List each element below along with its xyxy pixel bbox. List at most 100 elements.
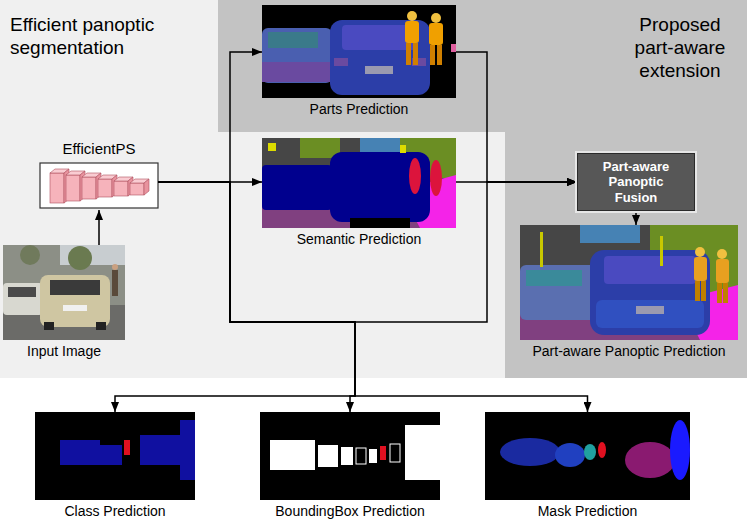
parts-image-shape xyxy=(262,5,456,98)
image-space xyxy=(260,412,440,503)
mask-image-shape xyxy=(555,443,585,467)
flow-arrow xyxy=(158,52,262,182)
parts-image-shape xyxy=(413,43,418,65)
parts-image-shape xyxy=(451,44,456,52)
bbox-image-shape xyxy=(270,440,315,470)
image-panel: BoundingBox Prediction xyxy=(260,412,440,520)
network-graphic-shape-shape xyxy=(50,173,64,203)
network-graphic-shape-shape xyxy=(114,177,133,181)
input-photo-shape xyxy=(40,275,110,327)
image-space xyxy=(485,412,690,503)
mask-image-shape xyxy=(598,442,606,458)
network-graphic-shape-shape xyxy=(82,173,101,177)
class-image-shape xyxy=(124,440,130,455)
class-image-shape xyxy=(100,445,122,465)
semantic-image-shape xyxy=(350,218,410,228)
flow-arrow xyxy=(635,211,637,225)
bbox-image-shape xyxy=(318,445,338,467)
fused-image-shape xyxy=(650,225,738,295)
network-graphic-shape xyxy=(40,163,158,208)
parts-image-shape xyxy=(437,45,442,65)
semantic-image-shape xyxy=(262,190,456,228)
semantic-image xyxy=(262,138,456,228)
network-graphic-shape-shape xyxy=(144,179,149,195)
image-space xyxy=(3,245,125,343)
image-panel: Parts Prediction xyxy=(262,5,456,118)
flow-arrow xyxy=(158,182,577,322)
node-text: EfficientPS xyxy=(40,140,158,158)
bbox-image-shape xyxy=(356,448,366,464)
fused-image-shape xyxy=(580,225,640,243)
network-graphic-shape-shape xyxy=(80,171,85,201)
network-graphic-shape-shape xyxy=(130,179,149,183)
bbox-image-shape xyxy=(260,412,440,500)
flow-arrow xyxy=(158,182,588,412)
flow-arrow xyxy=(115,182,355,412)
node-text: Parts Prediction xyxy=(262,101,456,118)
node-text: BoundingBox Prediction xyxy=(260,503,440,520)
parts-image-shape xyxy=(412,58,426,66)
network-graphic-shape-shape xyxy=(66,175,80,201)
bbox-image-shape xyxy=(341,447,353,465)
node-text: Class Prediction xyxy=(35,503,195,520)
parts-image-shape xyxy=(342,25,418,50)
network-graphic-shape xyxy=(50,169,149,203)
mask-image-shape xyxy=(625,442,675,478)
network-graphic-shape-shape xyxy=(98,175,117,179)
image-panel: Semantic Prediction xyxy=(262,138,456,248)
input-photo-shape xyxy=(3,305,125,340)
network-block: EfficientPS xyxy=(40,140,158,210)
class-image-shape xyxy=(60,440,100,465)
bbox-image-shape xyxy=(390,444,400,462)
input-photo-shape xyxy=(68,246,92,270)
network-graphic-shape-shape xyxy=(82,177,96,199)
image-space xyxy=(520,225,738,343)
semantic-image-shape xyxy=(400,138,456,178)
fused-image-shape xyxy=(604,256,696,284)
node-text: Semantic Prediction xyxy=(262,231,456,248)
fused-image-shape xyxy=(520,225,738,340)
image-panel: Input Image xyxy=(3,245,125,360)
mask-image-shape xyxy=(485,412,690,500)
mask-image xyxy=(485,412,690,500)
parts-image-shape xyxy=(431,13,441,23)
semantic-image-shape xyxy=(360,138,420,153)
image-panel: Part-aware Panoptic Prediction xyxy=(520,225,738,360)
semantic-image-shape xyxy=(268,143,276,151)
network-graphic-shape-shape xyxy=(114,181,128,196)
semantic-image-shape xyxy=(330,152,430,222)
input-photo-shape xyxy=(3,283,43,315)
semantic-image-shape xyxy=(400,175,456,228)
semantic-image-shape xyxy=(300,138,340,158)
parts-image-shape xyxy=(262,28,332,83)
input-photo-shape xyxy=(8,287,36,297)
node-text: Mask Prediction xyxy=(485,503,690,520)
image-panel: Mask Prediction xyxy=(485,412,690,520)
network-graphic-shape-shape xyxy=(98,179,112,197)
parts-image-shape xyxy=(334,58,348,66)
network-graphic-shape-shape xyxy=(96,173,101,199)
fused-image-shape xyxy=(695,247,705,257)
fused-image xyxy=(520,225,738,340)
mask-image-shape xyxy=(670,420,690,480)
parts-image-shape xyxy=(365,66,393,74)
background-regions-shape xyxy=(218,0,747,378)
fused-image-shape xyxy=(520,300,738,340)
image-space xyxy=(35,412,195,503)
parts-image-shape xyxy=(430,45,435,65)
fused-image-shape xyxy=(701,281,706,301)
fused-image-shape xyxy=(540,232,543,267)
input-photo-shape xyxy=(20,245,40,265)
input-photo-shape xyxy=(63,305,87,311)
semantic-image-shape xyxy=(409,158,421,194)
parts-image-shape xyxy=(262,62,332,82)
image-space xyxy=(262,138,456,231)
input-photo-shape xyxy=(44,322,54,330)
fused-image-shape xyxy=(716,259,729,283)
parts-image-shape xyxy=(429,23,443,45)
bbox-image-shape xyxy=(405,425,440,480)
